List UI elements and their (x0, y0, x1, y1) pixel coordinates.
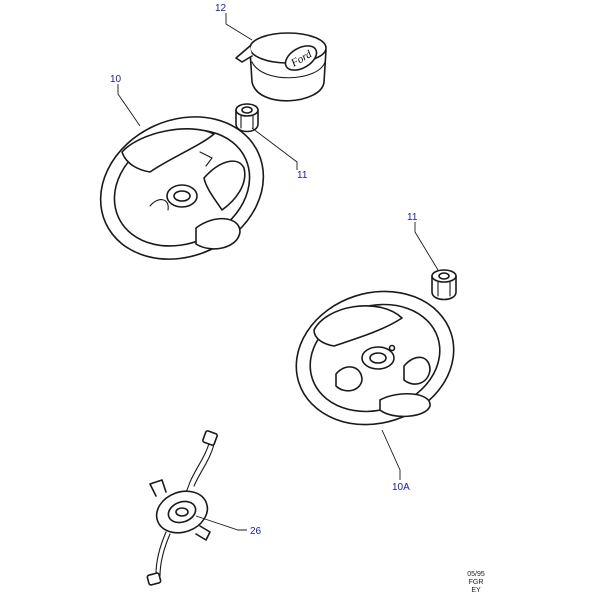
callout-10A: 10A (392, 482, 410, 493)
date-stamp-line3: EY (471, 587, 481, 594)
steering-wheel-10A (295, 290, 455, 426)
ford-oval-logo (284, 45, 318, 71)
clock-spring-assembly (146, 430, 218, 586)
callout-11-upper: 11 (297, 170, 308, 181)
callout-26: 26 (250, 526, 262, 537)
horn-pad-cover: Ford (235, 32, 327, 102)
steering-wheel-nut-upper (235, 103, 259, 133)
connector-lower (146, 572, 162, 586)
callout-10: 10 (110, 74, 122, 85)
date-stamp: 05/95 FGR EY (467, 571, 485, 594)
callout-11-lower: 11 (407, 212, 418, 223)
date-stamp-line1: 05/95 (467, 571, 485, 578)
steering-wheel-nut-lower (431, 269, 457, 301)
date-stamp-line2: FGR (469, 579, 484, 586)
steering-wheel-10 (99, 116, 265, 260)
connector-upper (202, 430, 218, 446)
leader-lines (117, 13, 439, 531)
callout-12: 12 (215, 3, 227, 14)
